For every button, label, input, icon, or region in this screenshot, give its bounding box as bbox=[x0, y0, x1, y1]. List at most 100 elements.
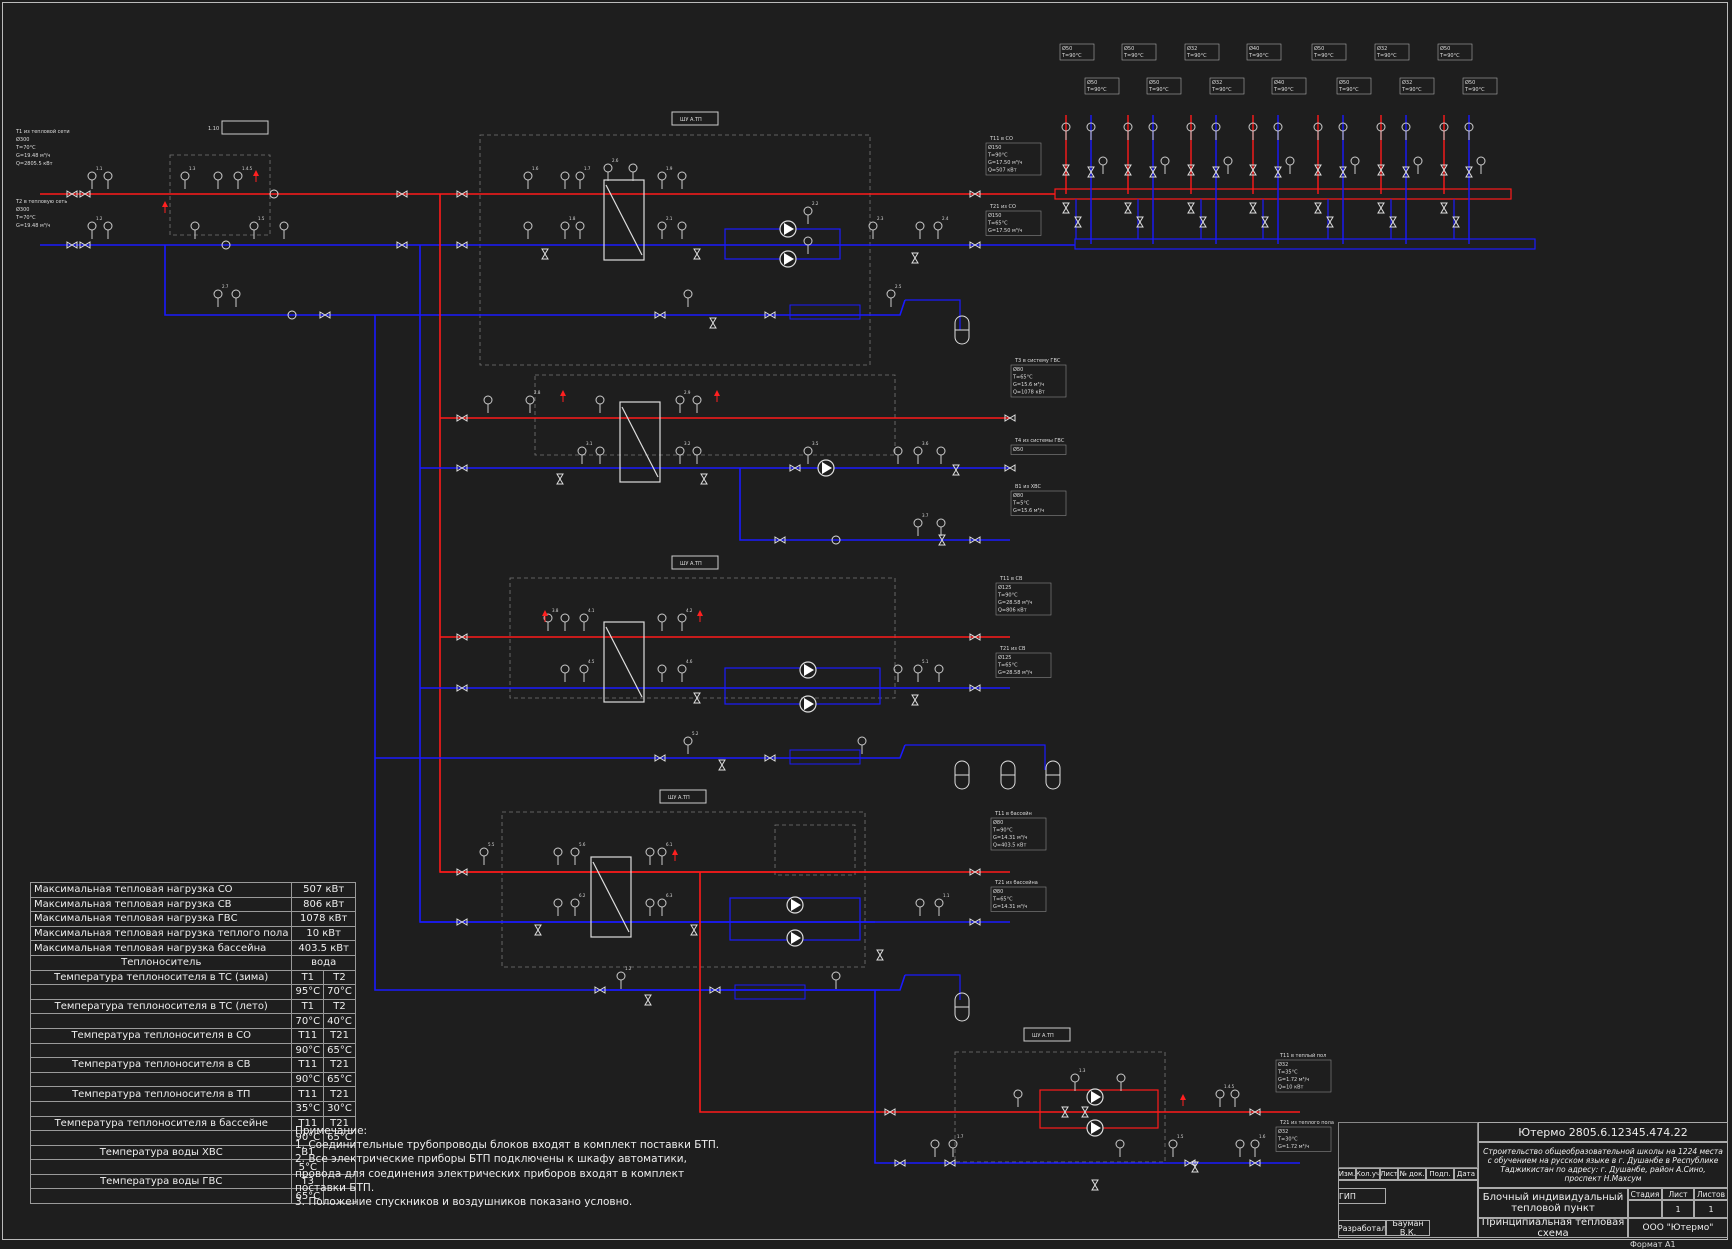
tag-label: 1.1 bbox=[943, 893, 950, 898]
svg-text:Ø300: Ø300 bbox=[16, 206, 29, 213]
tag-label: 1.9 bbox=[666, 166, 673, 171]
pressure-gauge bbox=[525, 395, 535, 414]
outlet-param: Ø80 bbox=[993, 819, 1003, 826]
outlet-param: Ø32 bbox=[1278, 1061, 1288, 1068]
manifold-temp: T=90°С bbox=[1148, 87, 1169, 93]
pressure-gauge bbox=[1235, 1139, 1245, 1158]
svg-text:Q=2805.5 кВт: Q=2805.5 кВт bbox=[16, 161, 53, 167]
outlet-frame bbox=[1010, 490, 1067, 516]
pressure-gauge bbox=[657, 664, 667, 683]
pressure-gauge bbox=[692, 395, 702, 414]
temp-value bbox=[323, 1188, 356, 1205]
pressure-gauge bbox=[1160, 156, 1170, 175]
pressure-gauge bbox=[87, 221, 97, 240]
outlet-param: G=17.50 м³/ч bbox=[988, 160, 1022, 166]
drain-valve bbox=[709, 317, 717, 329]
pressure-gauge bbox=[677, 613, 687, 632]
temp-value: 30°С bbox=[323, 1100, 356, 1117]
temp-code: Т1 bbox=[291, 969, 325, 986]
outlet-param: G=14.31 м³/ч bbox=[993, 904, 1027, 910]
tag-label: 2.8 bbox=[534, 390, 541, 395]
load-label: Теплоноситель bbox=[29, 954, 293, 971]
air-vent bbox=[559, 389, 567, 403]
temp-label: Температура воды ГВС bbox=[29, 1173, 293, 1190]
outlet-param: G=14.31 м³/ч bbox=[993, 835, 1027, 841]
pressure-gauge bbox=[675, 395, 685, 414]
pressure-gauge bbox=[1215, 1089, 1225, 1108]
outlet-frame bbox=[1010, 364, 1067, 398]
pressure-gauge bbox=[857, 736, 867, 755]
outlet-param: T=90°С bbox=[997, 593, 1018, 599]
pressure-gauge bbox=[645, 898, 655, 917]
pressure-gauge bbox=[1098, 156, 1108, 175]
manifold-tag-frame bbox=[1146, 77, 1182, 95]
load-value: 507 кВт bbox=[291, 882, 356, 898]
tag-label: 3.8 bbox=[552, 608, 559, 613]
pressure-gauge bbox=[1230, 1089, 1240, 1108]
pipes bbox=[40, 188, 1536, 1164]
manifold-tag-frame bbox=[1462, 77, 1498, 95]
heat-exchanger-sv bbox=[603, 621, 645, 703]
temp-code: Т21 bbox=[323, 1027, 356, 1044]
manifold-temp: T=90°С bbox=[1401, 87, 1422, 93]
valve bbox=[1124, 202, 1132, 214]
outlet-param: Ø80 bbox=[1013, 366, 1023, 373]
outlet-param: T=90°С bbox=[987, 153, 1008, 159]
outlet-param: G=1.72 м³/ч bbox=[1278, 1077, 1309, 1083]
pressure-gauge bbox=[560, 664, 570, 683]
manifold-tag-frame bbox=[1271, 77, 1307, 95]
outlet-param: Ø125 bbox=[998, 654, 1011, 661]
unit-label-1: ШУ А.ТП bbox=[680, 117, 702, 123]
drain-valve bbox=[876, 949, 884, 961]
drain-valve bbox=[952, 464, 960, 476]
manifold-tag-frame bbox=[1246, 43, 1282, 61]
inlet-t2-title: Т2 в тепловую сеть bbox=[15, 199, 67, 205]
svg-text:Ø300: Ø300 bbox=[16, 136, 29, 143]
manifold-diameter: Ø32 bbox=[1377, 45, 1387, 52]
manifold-tag-frame bbox=[1311, 43, 1347, 61]
drain-valve bbox=[534, 924, 542, 936]
temp-label: Температура теплоносителя в ТС (зима) bbox=[29, 969, 293, 986]
temp-value: 65°С bbox=[323, 1042, 356, 1059]
manifold-diameter: Ø50 bbox=[1440, 45, 1450, 52]
manifold-diameter: Ø32 bbox=[1212, 79, 1222, 86]
pressure-gauge bbox=[657, 847, 667, 866]
manifold-diameter: Ø32 bbox=[1187, 45, 1197, 52]
pressure-gauge bbox=[190, 221, 200, 240]
valve bbox=[1377, 202, 1385, 214]
temp-label: Температура теплоносителя в СО bbox=[29, 1027, 293, 1044]
air-vent bbox=[252, 169, 260, 183]
temp-value: 95°С bbox=[291, 984, 325, 1000]
tag-label: 4.6 bbox=[686, 659, 693, 664]
manifold-diameter: Ø50 bbox=[1124, 45, 1134, 52]
manifold-diameter: Ø50 bbox=[1465, 79, 1475, 86]
pressure-gauge bbox=[1350, 156, 1360, 175]
temp-code: Т2 bbox=[323, 998, 356, 1015]
tag-label: 1.6 bbox=[532, 166, 539, 171]
temp-code: Т2 bbox=[323, 969, 356, 986]
manifold-temp: T=90°С bbox=[1123, 53, 1144, 59]
load-label: Максимальная тепловая нагрузка ГВС bbox=[29, 911, 293, 927]
outlet-param: T=65°С bbox=[992, 897, 1013, 903]
outlet-frame bbox=[1275, 1126, 1332, 1152]
tag-label: 1.5 bbox=[1177, 1134, 1184, 1139]
outlet-param: Ø50 bbox=[1013, 446, 1023, 453]
tag-label: 2.3 bbox=[877, 216, 884, 221]
pressure-gauge bbox=[1013, 1089, 1023, 1108]
outlet-title: Т11 в теплый пол bbox=[1279, 1052, 1326, 1059]
manifold-tag-frame bbox=[1209, 77, 1245, 95]
tag-label: 6.2 bbox=[579, 893, 586, 898]
tag-label: 2.4 bbox=[942, 216, 949, 221]
manifold-temp: T=90°С bbox=[1248, 53, 1269, 59]
title-block: Ютермо 2805.6.12345.474.22 Строительство… bbox=[1338, 1122, 1728, 1238]
load-row: Максимальная тепловая нагрузка теплого п… bbox=[29, 925, 356, 942]
load-label: Максимальная тепловая нагрузка СО bbox=[29, 882, 293, 898]
